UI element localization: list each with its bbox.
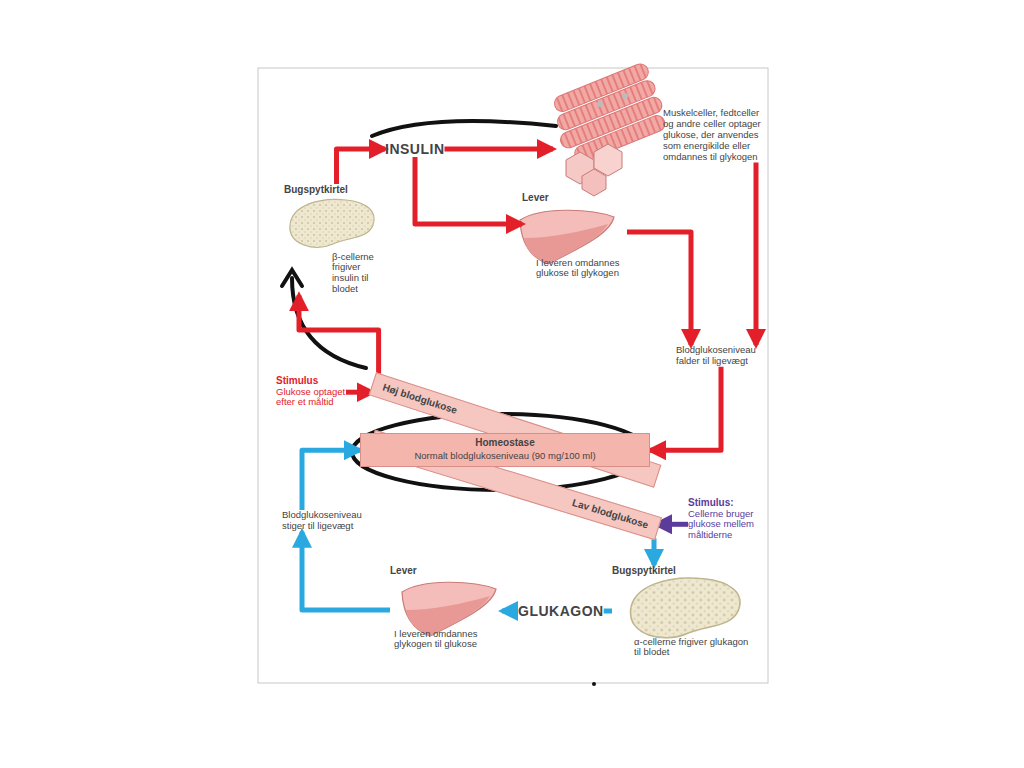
hormone-label: INSULIN	[385, 141, 445, 157]
state-note: Blodglukoseniveau stiger til ligevægt	[282, 510, 374, 532]
node-title: Bugspytkirtel	[284, 184, 389, 196]
pancreas-picture	[290, 199, 374, 247]
flow-arrow	[302, 450, 360, 510]
flow-arrow	[650, 367, 721, 450]
node-text: α-cellerne frigiver glukagon til blodet	[634, 637, 757, 659]
liver-picture	[520, 210, 614, 264]
flow-arrow	[415, 157, 522, 224]
node-text: I leveren omdannes glukose til glykogen	[536, 258, 627, 280]
flow-arrow	[445, 147, 554, 152]
flow-arrow	[604, 609, 612, 614]
homeostasis-band: HomeostaseNormalt blodglukoseniveau (90 …	[360, 433, 650, 467]
node-title: Stimulus	[276, 375, 346, 387]
muscle-cells-picture	[545, 62, 671, 196]
state-note: Blodglukoseniveau falder til ligevægt	[676, 345, 768, 367]
node-title: Blodglukoseniveau falder til ligevægt	[676, 345, 768, 367]
node-text: Cellerne bruger glukose mellem måltidern…	[688, 509, 768, 542]
node-title: Lever	[390, 565, 502, 577]
node-text: Glukose optaget efter et måltid	[276, 387, 346, 409]
flow-arrow	[337, 149, 386, 184]
flow-arrow	[502, 609, 518, 614]
flow-arrow	[627, 232, 691, 345]
hormone-label: GLUKAGON	[518, 603, 604, 619]
node-title: Homeostase	[367, 437, 643, 449]
node-title: Bugspytkirtel	[612, 565, 757, 577]
node-title: GLUKAGON	[518, 603, 604, 619]
flow-arrow	[656, 522, 688, 527]
pancreas-node: Bugspytkirtel β-cellerne frigiver insulin…	[284, 184, 389, 295]
node-text: Normalt blodglukoseniveau (90 mg/100 ml)	[367, 451, 643, 462]
pancreas-picture	[630, 578, 740, 638]
pancreas-node: Bugspytkirtel α-cellerne frigiver glukago…	[612, 565, 757, 658]
node-text: I leveren omdannes glykogen til glukose	[394, 629, 502, 651]
node-title: Muskelceller, fedtceller og andre celler…	[663, 108, 768, 163]
node-title: Stimulus:	[688, 497, 768, 509]
stimulus-note: Stimulus:Cellerne bruger glukose mellem …	[688, 497, 768, 541]
flow-arrow	[754, 163, 759, 345]
flow-arrow	[652, 538, 657, 565]
node-title: Blodglukoseniveau stiger til ligevægt	[282, 510, 374, 532]
node-text: β-cellerne frigiver insulin til blodet	[332, 252, 389, 296]
node-title: INSULIN	[385, 141, 445, 157]
node-title: Lever	[522, 192, 627, 204]
liver-node: Lever I leveren omdannes glykogen til glu…	[390, 565, 502, 650]
stimulus-note: StimulusGlukose optaget efter et måltid	[276, 375, 346, 408]
cells-node: Muskelceller, fedtceller og andre celler…	[553, 78, 768, 163]
liver-node: Lever I leveren omdannes glukose til glyk…	[522, 192, 627, 279]
flow-arrow	[299, 295, 379, 380]
flow-arrow	[302, 532, 390, 610]
